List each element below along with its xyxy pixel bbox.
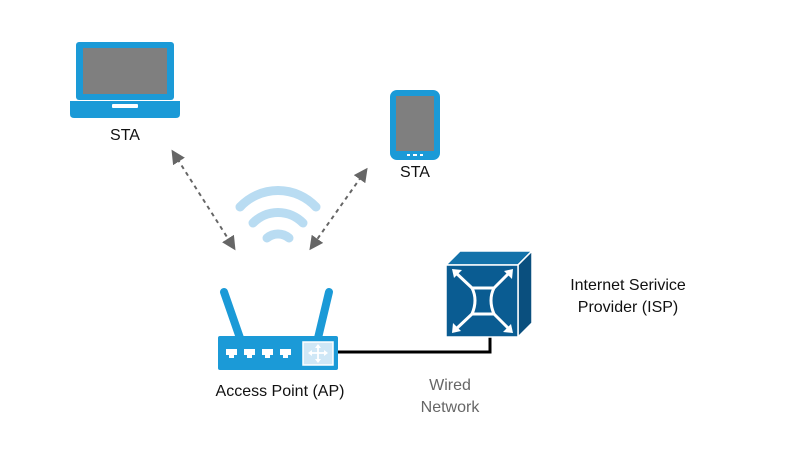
wired-link xyxy=(338,336,492,354)
access-point-label: Access Point (AP) xyxy=(215,383,345,400)
wireless-router-icon xyxy=(218,288,338,370)
wired-label-line1: Wired xyxy=(429,377,471,394)
wired-network-label-wrap: Wired Network xyxy=(395,376,505,418)
tablet-icon xyxy=(390,90,440,160)
isp-label-line1: Internet Serivice xyxy=(570,277,686,294)
isp-label-wrap: Internet Serivice Provider (ISP) xyxy=(548,276,708,318)
wifi-signal-icon xyxy=(235,186,321,243)
isp-label-line2: Provider (ISP) xyxy=(577,299,679,316)
laptop-icon xyxy=(70,42,180,118)
wired-label-line2: Network xyxy=(420,399,480,416)
wireless-link-laptop xyxy=(171,149,236,251)
isp-router-cube-icon xyxy=(445,250,533,338)
laptop-label: STA xyxy=(110,127,140,144)
tablet-label: STA xyxy=(400,164,430,181)
